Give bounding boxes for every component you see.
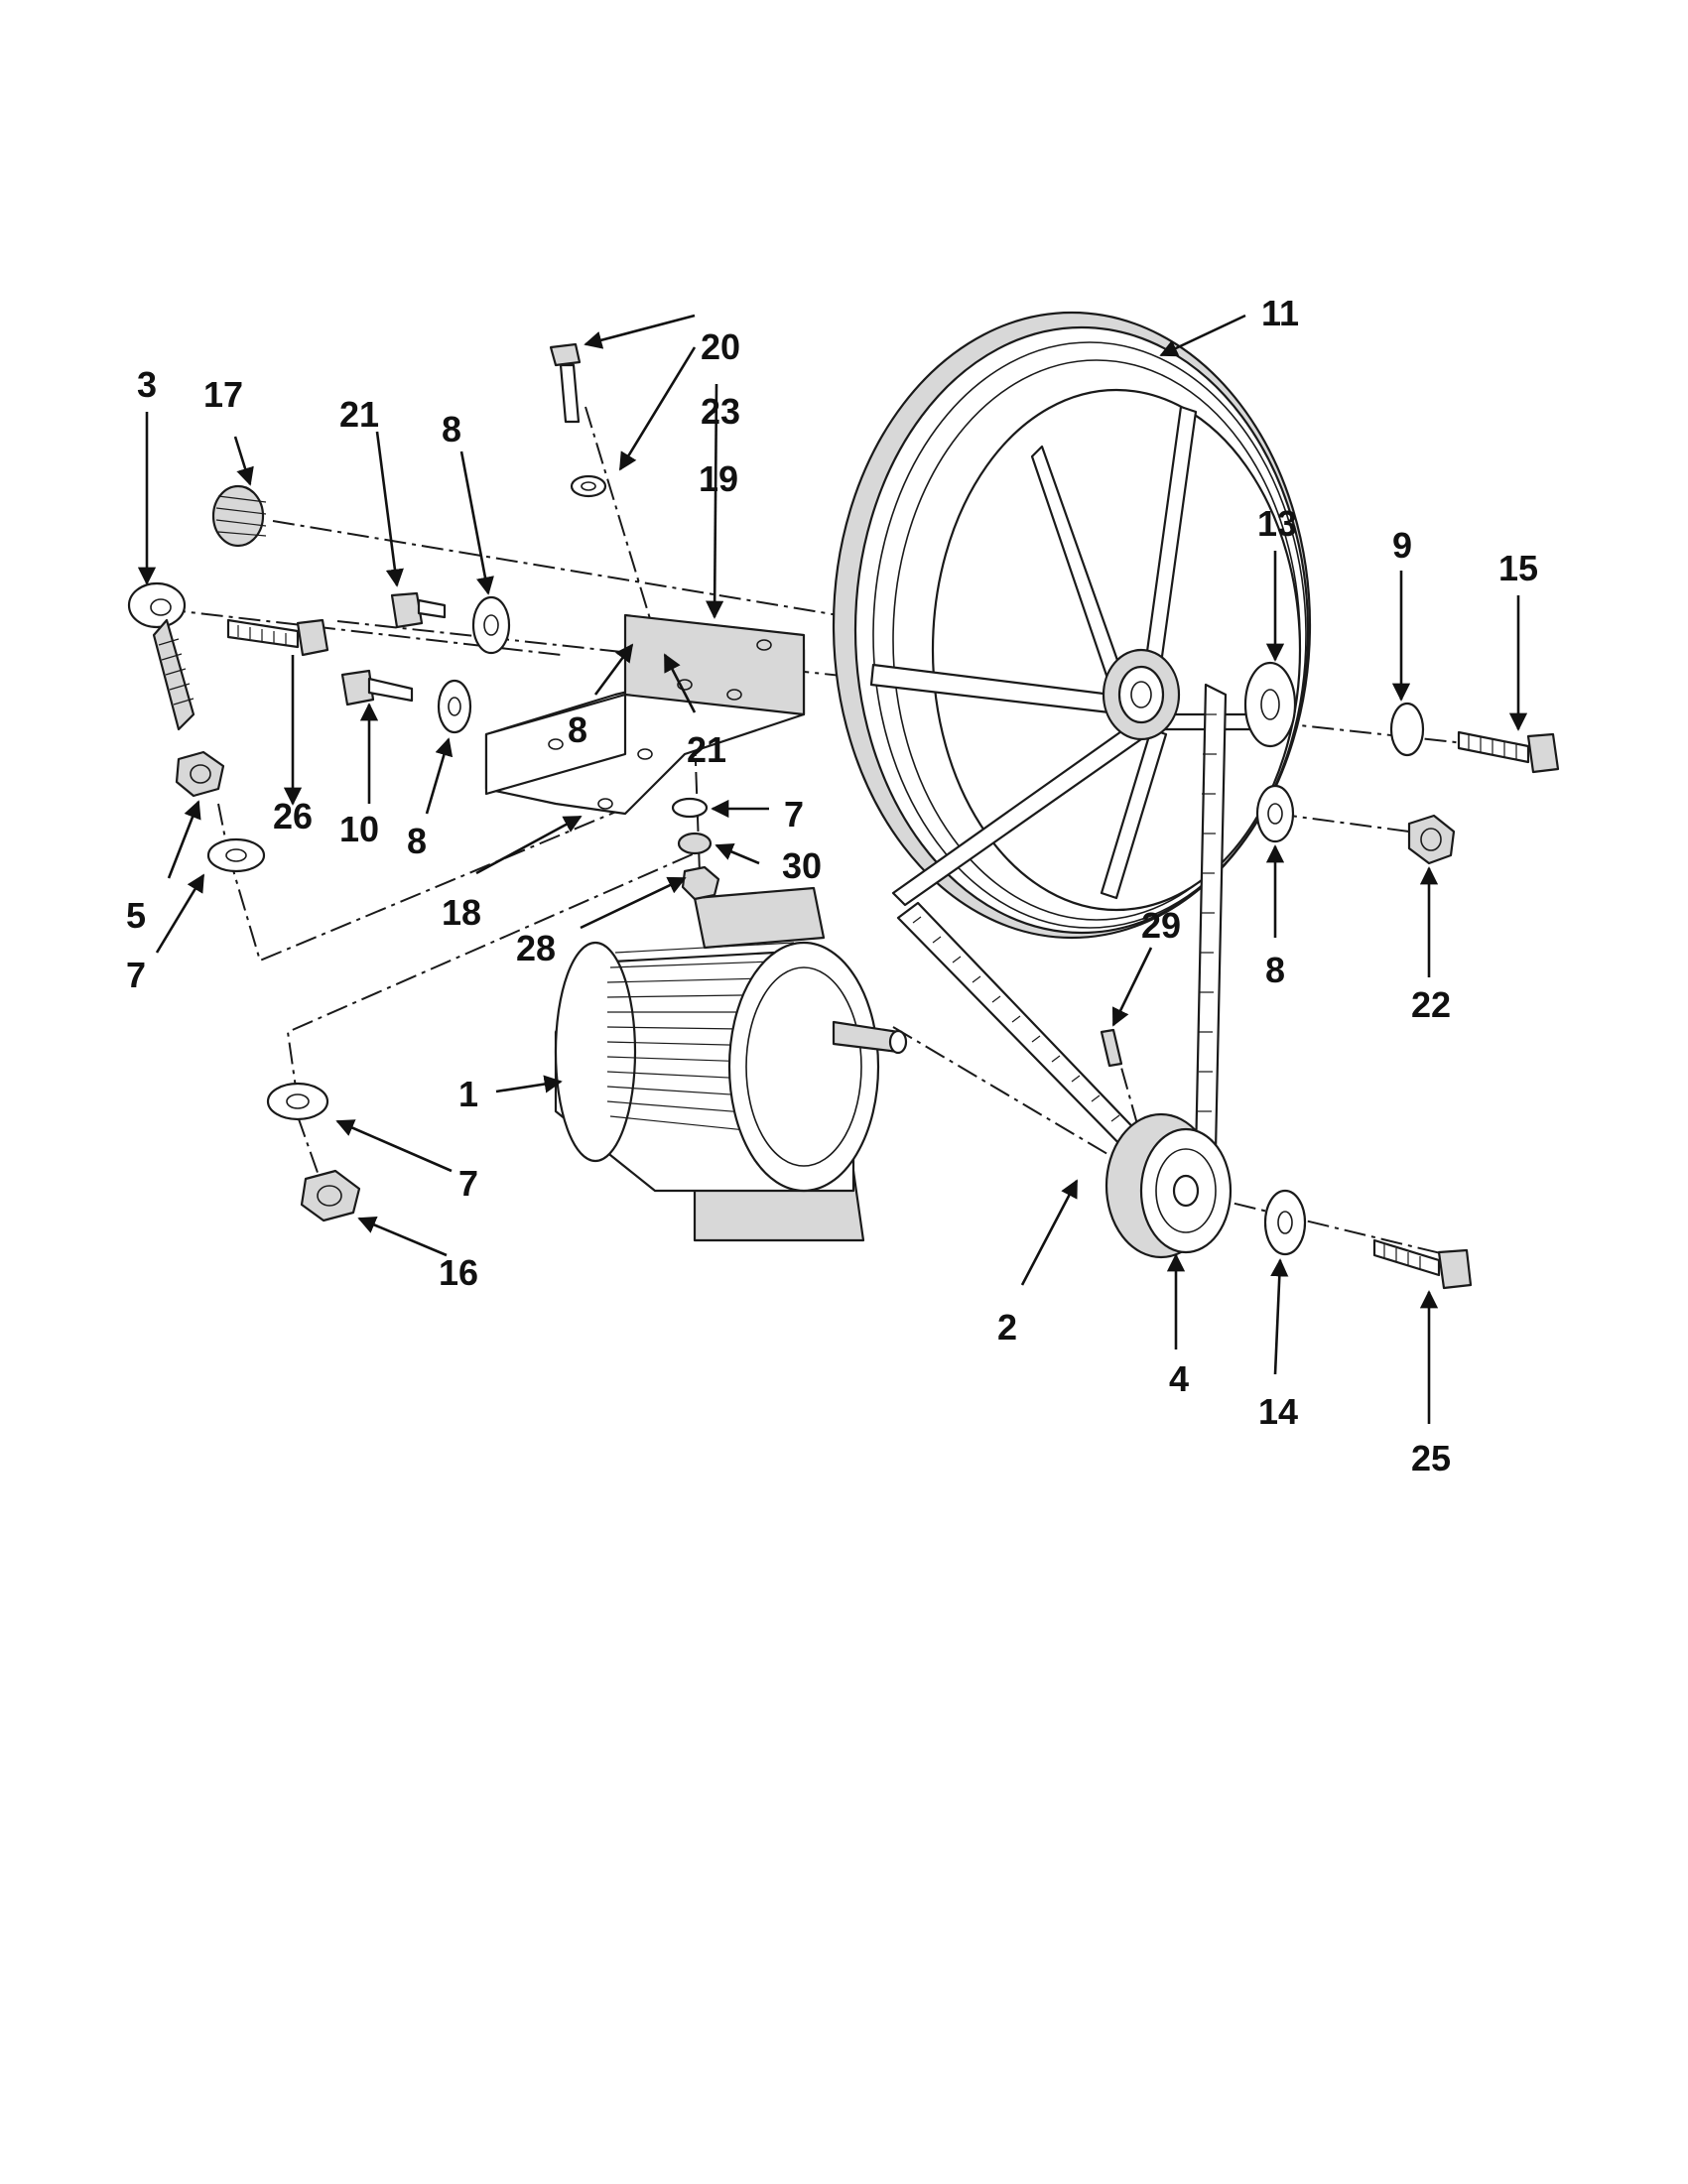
motor-mount-bracket [484, 613, 806, 816]
callout-8: 8 [442, 409, 461, 450]
electric-motor [554, 886, 908, 1242]
callout-numbers: 3 17 21 8 20 23 19 11 13 9 15 26 10 8 8 … [126, 293, 1538, 1478]
callout-18: 18 [442, 892, 481, 933]
callout-13: 13 [1257, 503, 1297, 544]
callout-21: 21 [339, 394, 379, 435]
callout-19: 19 [699, 458, 738, 499]
callout-20: 20 [701, 326, 740, 367]
callout-17: 17 [203, 374, 243, 415]
callout-9: 9 [1392, 525, 1412, 566]
callout-8: 8 [568, 709, 587, 750]
callout-8: 8 [1265, 950, 1285, 990]
callout-30: 30 [782, 845, 822, 886]
callout-7: 7 [784, 794, 804, 835]
callout-4: 4 [1169, 1358, 1189, 1399]
leader-arrows [137, 314, 1528, 1424]
callout-11: 11 [1261, 293, 1299, 333]
callout-8: 8 [407, 821, 427, 861]
callout-7: 7 [458, 1163, 478, 1204]
callout-26: 26 [273, 796, 313, 836]
callout-2: 2 [997, 1307, 1017, 1348]
callout-22: 22 [1411, 984, 1451, 1025]
callout-15: 15 [1498, 548, 1538, 588]
callout-1: 1 [458, 1074, 478, 1114]
callout-3: 3 [137, 364, 157, 405]
callout-5: 5 [126, 895, 146, 936]
callout-23: 23 [701, 391, 740, 432]
hardware [127, 342, 1560, 1290]
callout-28: 28 [516, 928, 556, 968]
flywheel-pulley [832, 311, 1312, 940]
callout-14: 14 [1258, 1391, 1298, 1432]
callout-16: 16 [439, 1252, 478, 1293]
callout-21: 21 [687, 729, 726, 770]
callout-25: 25 [1411, 1438, 1451, 1478]
drive-belt [896, 683, 1228, 1158]
callout-10: 10 [339, 809, 379, 849]
callout-29: 29 [1141, 905, 1181, 946]
motor-pulley [1104, 1112, 1233, 1259]
callout-7: 7 [126, 955, 146, 995]
